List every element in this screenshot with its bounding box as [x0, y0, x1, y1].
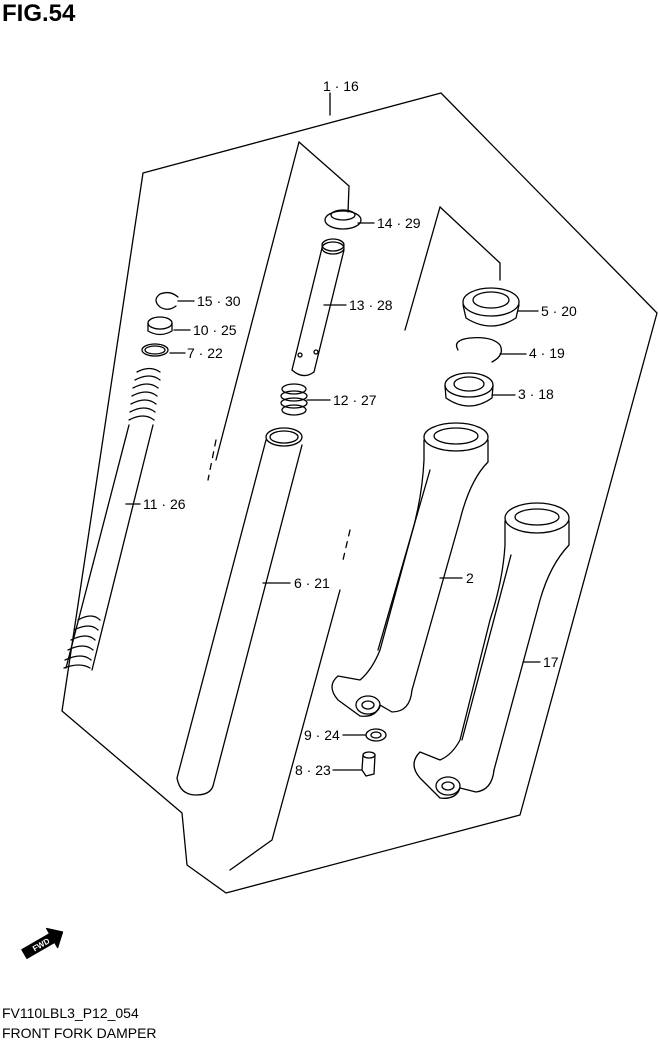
callout-assembly: 1 · 16: [323, 78, 359, 94]
dashed-guide: [207, 439, 217, 481]
part-17-outer-tube-right: [413, 502, 570, 799]
callout-part-5: 5 · 20: [541, 303, 577, 319]
part-15-circlip: [155, 291, 179, 310]
diagram-code: FV110LBL3_P12_054: [2, 1005, 139, 1021]
callout-part-12: 12 · 27: [333, 392, 377, 408]
fwd-arrow-icon: [21, 927, 64, 959]
part-12-rebound-spring: [280, 383, 308, 416]
callout-part-7: 7 · 22: [187, 345, 223, 361]
part-4-stopper-ring: [455, 337, 503, 363]
part-5-oil-seal: [462, 287, 520, 327]
part-13-damper-rod: [291, 238, 345, 377]
callout-part-15: 15 · 30: [197, 293, 241, 309]
diagram-caption: FRONT FORK DAMPER: [2, 1025, 157, 1041]
damper-subassembly-boundary-lower: [229, 589, 341, 871]
callout-part-3: 3 · 18: [518, 386, 554, 402]
damper-subassembly-boundary-side: [215, 141, 300, 461]
part-9-gasket: [365, 728, 387, 742]
leader-lines: [125, 92, 541, 771]
callout-part-8: 8 · 23: [295, 762, 331, 778]
damper-subassembly-boundary: [298, 141, 350, 213]
dashed-guide: [342, 529, 351, 561]
part-8-bolt: [361, 751, 376, 777]
callout-part-4: 4 · 19: [529, 345, 565, 361]
fork-subassembly-boundary-side: [404, 206, 441, 331]
fork-subassembly-boundary: [439, 206, 501, 281]
callout-part-11: 11 · 26: [143, 496, 186, 512]
callout-part-2: 2: [466, 570, 474, 586]
part-11-fork-spring: [63, 367, 161, 671]
callout-part-9: 9 · 24: [304, 727, 340, 743]
figure-title: FIG.54: [2, 0, 76, 27]
callout-part-17: 17: [543, 654, 559, 670]
part-10-cap: [147, 316, 173, 336]
callout-part-6: 6 · 21: [294, 575, 330, 591]
part-3-dust-seal: [444, 372, 494, 407]
assembly-boundary: [61, 92, 658, 894]
callout-part-10: 10 · 25: [193, 322, 237, 338]
callout-part-13: 13 · 28: [349, 297, 393, 313]
part-7-o-ring: [141, 343, 169, 357]
callout-part-14: 14 · 29: [377, 215, 421, 231]
part-6-damper-cylinder: [176, 427, 303, 796]
part-2-outer-tube-left: [331, 422, 489, 717]
part-14-piston-ring: [324, 209, 362, 230]
